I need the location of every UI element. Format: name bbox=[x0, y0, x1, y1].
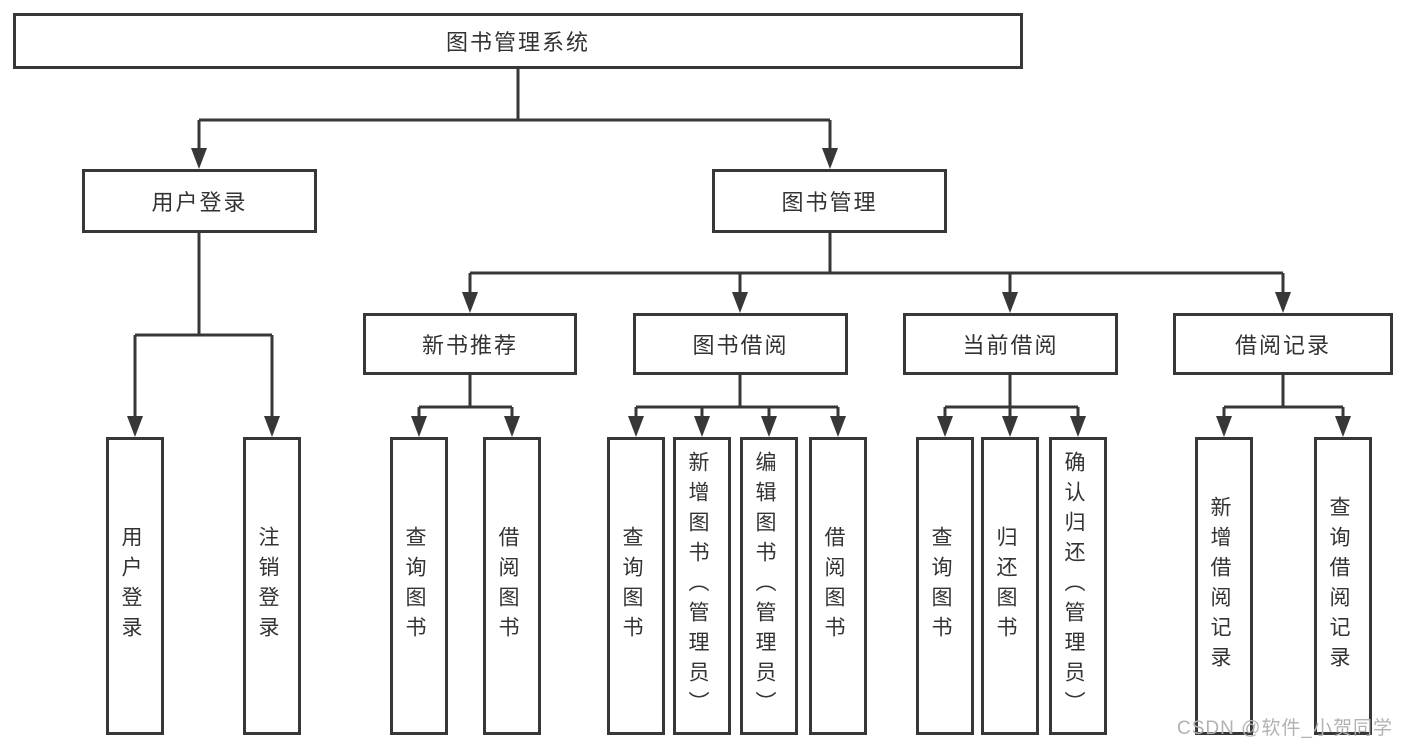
connector-new-book-rec-group bbox=[411, 373, 520, 437]
node-confirm-return-admin-label: 确认归还（管理员） bbox=[1062, 451, 1085, 721]
node-add-borrow-record-label: 新增借阅记录 bbox=[1208, 496, 1231, 676]
connector-user-login-group bbox=[127, 231, 280, 437]
node-edit-books-admin-label: 编辑图书（管理员） bbox=[753, 451, 776, 721]
node-borrow-books-borrow-label: 借阅图书 bbox=[822, 526, 845, 646]
node-query-books-current-label: 查询图书 bbox=[929, 526, 952, 646]
connector-borrow-record-group bbox=[1216, 373, 1351, 437]
node-query-borrow-record: 查询借阅记录 bbox=[1314, 437, 1372, 735]
node-logout: 注销登录 bbox=[243, 437, 301, 735]
connector-book-borrow-group bbox=[628, 373, 846, 437]
node-add-books-admin: 新增图书（管理员） bbox=[673, 437, 731, 735]
node-user-login: 用户登录 bbox=[106, 437, 164, 735]
node-query-books-borrow-label: 查询图书 bbox=[620, 526, 643, 646]
watermark-text: CSDN @软件_小贺同学 bbox=[1177, 718, 1393, 739]
node-add-borrow-record: 新增借阅记录 bbox=[1195, 437, 1253, 735]
node-query-books-borrow: 查询图书 bbox=[607, 437, 665, 735]
node-query-books-current: 查询图书 bbox=[916, 437, 974, 735]
node-query-borrow-record-label: 查询借阅记录 bbox=[1327, 496, 1350, 676]
node-book-borrow-label: 图书借阅 bbox=[692, 333, 789, 358]
node-root-system: 图书管理系统 bbox=[13, 13, 1023, 69]
node-return-books-label: 归还图书 bbox=[994, 526, 1017, 646]
node-confirm-return-admin: 确认归还（管理员） bbox=[1049, 437, 1107, 735]
node-borrow-record: 借阅记录 bbox=[1173, 313, 1393, 375]
node-user-login-group-label: 用户登录 bbox=[151, 190, 248, 215]
node-add-books-admin-label: 新增图书（管理员） bbox=[686, 451, 709, 721]
node-borrow-books-rec: 借阅图书 bbox=[483, 437, 541, 735]
connector-current-borrow-group bbox=[937, 373, 1086, 437]
node-root-system-label: 图书管理系统 bbox=[445, 30, 590, 55]
node-borrow-books-borrow: 借阅图书 bbox=[809, 437, 867, 735]
node-new-book-rec: 新书推荐 bbox=[363, 313, 577, 375]
node-borrow-record-label: 借阅记录 bbox=[1234, 333, 1331, 358]
node-query-books-rec: 查询图书 bbox=[390, 437, 448, 735]
node-new-book-rec-label: 新书推荐 bbox=[421, 333, 518, 358]
node-book-mgmt-group: 图书管理 bbox=[712, 169, 947, 233]
node-logout-label: 注销登录 bbox=[256, 526, 279, 646]
node-query-books-rec-label: 查询图书 bbox=[403, 526, 426, 646]
node-current-borrow: 当前借阅 bbox=[903, 313, 1118, 375]
connector-root-to-level2 bbox=[191, 67, 838, 169]
node-return-books: 归还图书 bbox=[981, 437, 1039, 735]
node-book-mgmt-group-label: 图书管理 bbox=[781, 190, 878, 215]
node-current-borrow-label: 当前借阅 bbox=[962, 333, 1059, 358]
node-book-borrow: 图书借阅 bbox=[633, 313, 848, 375]
node-user-login-group: 用户登录 bbox=[82, 169, 317, 233]
node-user-login-label: 用户登录 bbox=[119, 526, 142, 646]
connector-book-mgmt-to-level3 bbox=[462, 231, 1291, 313]
node-borrow-books-rec-label: 借阅图书 bbox=[496, 526, 519, 646]
node-edit-books-admin: 编辑图书（管理员） bbox=[740, 437, 798, 735]
